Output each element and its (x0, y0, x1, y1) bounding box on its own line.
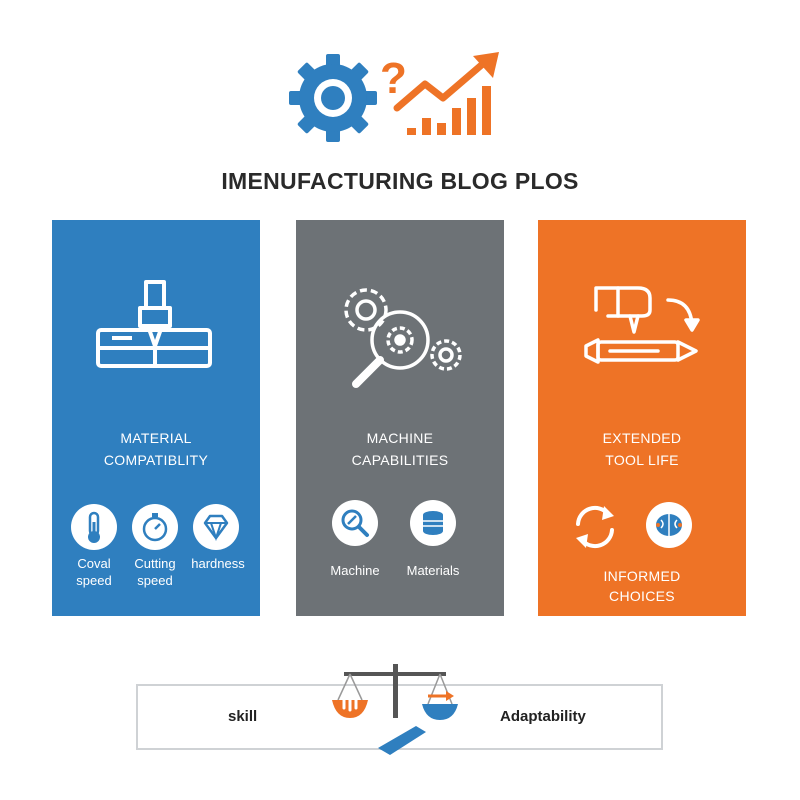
extended-tool-life-panel: EXTENDED TOOL LIFE INFORMED CHOICES (538, 220, 746, 616)
machine-heading-line1: MACHINE (366, 430, 434, 446)
brain-icon (646, 502, 692, 548)
material-stack-icon (410, 500, 456, 546)
tool-heading-line2: TOOL LIFE (605, 452, 679, 468)
thermometer-icon (71, 504, 117, 550)
gear-icon (289, 54, 377, 142)
cycle-arrows-icon (576, 505, 614, 549)
coval-speed-label: Coval speed (76, 556, 112, 588)
diamond-icon (193, 504, 239, 550)
informed-line1: INFORMED (603, 568, 681, 584)
material-cutting-icon (96, 280, 212, 368)
machine-heading-line2: CAPABILITIES (351, 452, 449, 468)
material-heading-line2: COMPATIBLITY (103, 452, 209, 468)
informed-line2: CHOICES (609, 588, 675, 604)
tool-heading-line1: EXTENDED (602, 430, 682, 446)
stopwatch-icon (132, 504, 178, 550)
wrench-search-icon (332, 500, 378, 546)
adaptability-label: Adaptability (500, 708, 586, 725)
cutting-speed-label: Cutting speed (134, 556, 176, 588)
balance-scale-icon (332, 664, 458, 755)
bar-chart-trend-icon (393, 52, 499, 135)
gears-magnifier-icon (344, 288, 462, 388)
materials-label: Materials (406, 563, 460, 578)
hand-tool-icon (584, 286, 700, 364)
material-heading-line1: MATERIAL (120, 430, 192, 446)
hero-illustration: ? (289, 52, 499, 142)
machine-capabilities-panel: MACHINE CAPABILITIES Machine Materials (296, 220, 504, 616)
machine-label: Machine (330, 563, 380, 578)
skill-label: skill (228, 708, 258, 725)
hardness-label: hardness (191, 556, 245, 571)
page-title: IMENUFACTURING BLOG PLOS (221, 168, 579, 194)
material-compatibility-panel: MATERIAL COMPATIBLITY Coval speed Cuttin… (52, 220, 260, 616)
question-mark-icon: ? (380, 54, 407, 103)
